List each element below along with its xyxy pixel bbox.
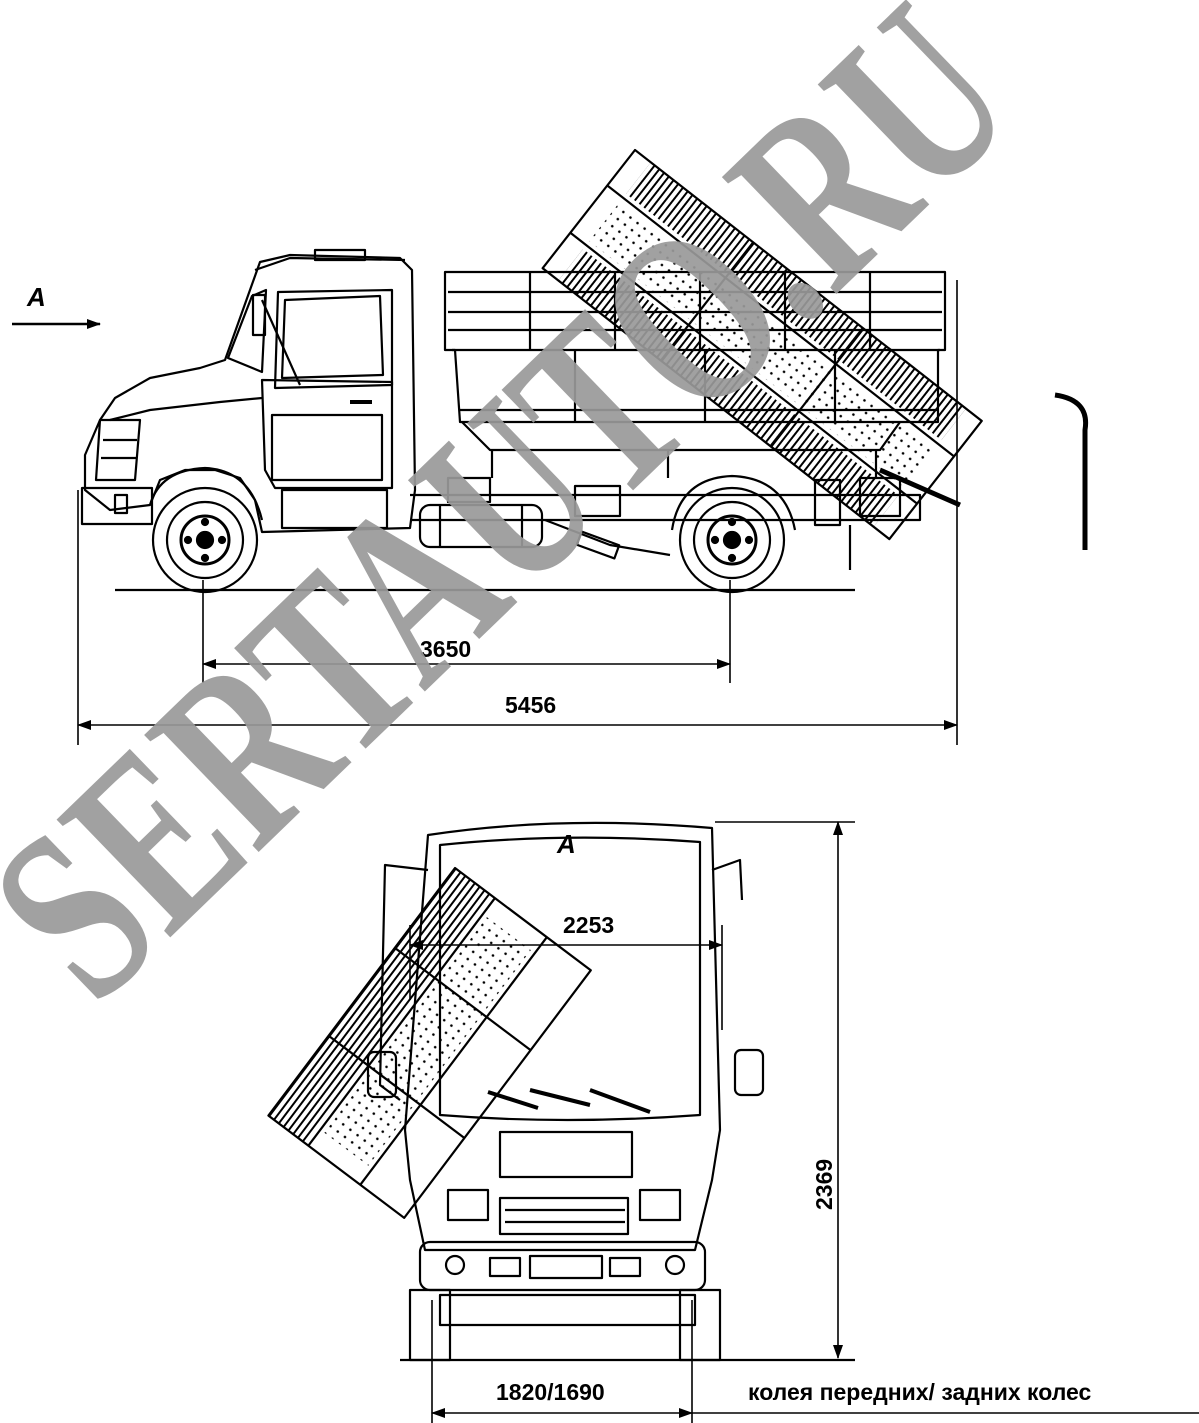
tipped-tailgate-hook — [1054, 392, 1089, 550]
fog-light — [113, 493, 129, 515]
front-grille-bar — [498, 1196, 630, 1236]
front-dimensions — [409, 821, 1199, 1423]
front-grille — [94, 418, 142, 482]
side-mirror — [251, 293, 267, 337]
hood-badge-panel — [498, 1130, 634, 1179]
track-caption: колея передних/ задних колес — [748, 1379, 1092, 1405]
license-plate — [528, 1254, 604, 1280]
roof-vent — [313, 248, 367, 262]
view-arrow-a: A — [12, 282, 101, 329]
front-view-label: A — [556, 829, 576, 859]
raised-dump-body — [541, 148, 983, 541]
front-bumper — [80, 486, 154, 526]
front-wheel-arch — [148, 466, 264, 521]
fog-lamp-left — [444, 1254, 466, 1276]
door-panel — [270, 413, 384, 482]
rear-wheel-arch — [670, 474, 797, 531]
mirror-arm — [260, 299, 302, 386]
fog-lamp-right — [664, 1254, 686, 1276]
hydraulic-unit — [446, 476, 492, 504]
cab-step — [280, 488, 389, 530]
wiper-left — [487, 1090, 539, 1110]
front-bumper-front — [418, 1240, 707, 1292]
side-window — [280, 294, 385, 380]
side-dimensions — [77, 280, 958, 745]
mirror-left — [378, 863, 429, 1101]
cab-roof-visor — [254, 256, 406, 272]
overall-height-label: 2369 — [811, 1159, 837, 1210]
cab-front-outline — [403, 821, 722, 1252]
body-width-label: 2253 — [563, 912, 614, 938]
spring-suspension — [544, 518, 671, 557]
side-view-truck — [80, 148, 1089, 594]
windshield — [226, 288, 268, 374]
overall-length-label: 5456 — [505, 692, 556, 718]
watermark: SERTAUTO.RU — [0, 0, 1061, 1050]
track-label: 1820/1690 — [496, 1379, 605, 1405]
door-window-frame — [273, 288, 394, 390]
cab-door — [260, 378, 394, 490]
front-windshield — [438, 836, 702, 1122]
view-arrow-label: A — [26, 282, 46, 312]
headlight-left — [446, 1188, 490, 1222]
chassis-frame — [410, 493, 922, 522]
wiper-right — [589, 1088, 651, 1114]
mirror-right-head — [733, 1048, 765, 1097]
fuel-tank — [418, 503, 544, 549]
front-tipped-body — [267, 866, 592, 1219]
exhaust-pipe — [575, 530, 621, 560]
tipping-ram — [878, 467, 962, 508]
front-axle — [438, 1293, 697, 1327]
front-wheel — [151, 486, 259, 594]
headlight-right — [638, 1188, 682, 1222]
wheelbase-label: 3650 — [420, 636, 471, 662]
mirror-right — [711, 858, 744, 901]
hood-line — [109, 396, 263, 422]
wiper-center — [529, 1088, 591, 1107]
front-view-truck — [267, 821, 855, 1362]
battery-box — [573, 484, 622, 518]
